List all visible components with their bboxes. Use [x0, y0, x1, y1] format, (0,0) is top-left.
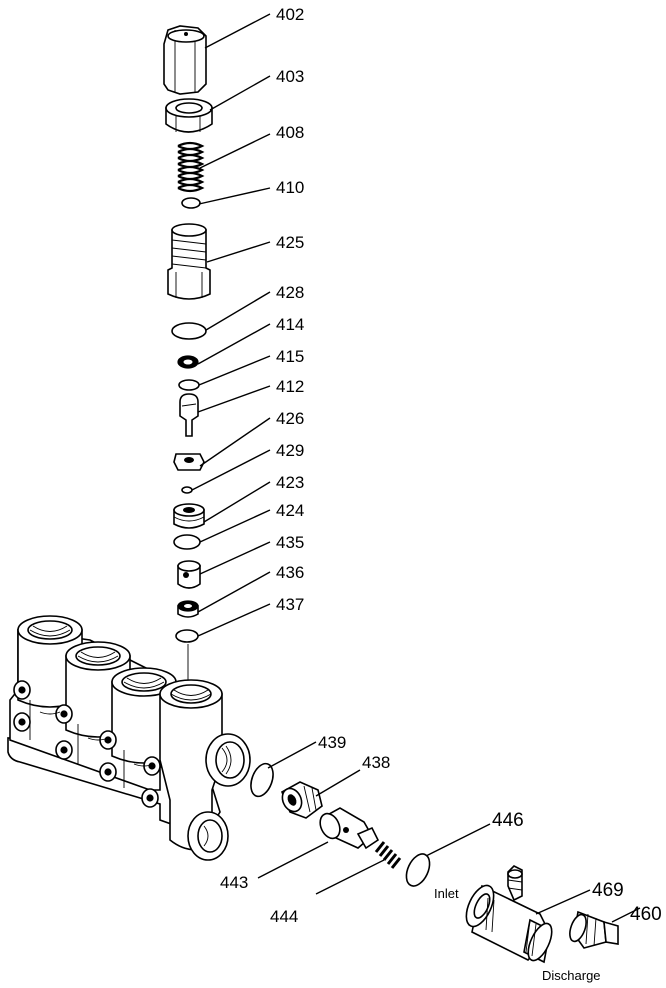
label-436: 436	[276, 563, 304, 582]
leader-436	[197, 571, 271, 613]
label-428: 428	[276, 283, 304, 302]
label-435: 435	[276, 533, 304, 552]
label-426: 426	[276, 409, 304, 428]
label-414: 414	[276, 315, 304, 334]
label-425: 425	[276, 233, 304, 252]
part-414-ring	[177, 355, 199, 369]
leader-446	[425, 823, 491, 857]
part-444-spring	[374, 841, 402, 869]
part-437-oring	[175, 629, 199, 643]
label-437: 437	[276, 595, 304, 614]
leader-469	[535, 889, 591, 915]
label-446: 446	[492, 810, 524, 831]
part-410-washer	[181, 197, 201, 209]
label-410: 410	[276, 178, 304, 197]
leader-438	[315, 769, 361, 797]
part-428-oring	[171, 322, 207, 340]
label-469: 469	[592, 880, 624, 901]
part-443-valve-body	[319, 807, 380, 850]
label-439: 439	[318, 733, 346, 752]
part-402-cap	[163, 25, 207, 95]
label-inlet: Inlet	[434, 886, 459, 901]
label-408: 408	[276, 123, 304, 142]
label-438: 438	[362, 753, 390, 772]
part-403-nut	[165, 98, 213, 133]
label-424: 424	[276, 501, 304, 520]
label-412: 412	[276, 377, 304, 396]
part-435-sleeve	[177, 560, 201, 589]
leader-428	[205, 291, 271, 331]
leader-423	[203, 481, 271, 523]
leader-412	[197, 385, 271, 413]
leader-435	[199, 541, 271, 575]
part-429-ring	[181, 486, 193, 494]
part-436-seal	[177, 600, 199, 618]
part-446-oring	[405, 853, 431, 887]
part-415-washer	[178, 379, 200, 391]
manifold-body	[7, 615, 251, 861]
leader-429	[191, 449, 271, 491]
label-423: 423	[276, 473, 304, 492]
label-415: 415	[276, 347, 304, 366]
leader-408	[199, 133, 271, 169]
part-426-retainer	[173, 453, 205, 471]
leader-444	[315, 859, 385, 895]
label-460: 460	[630, 904, 662, 925]
leader-414	[197, 323, 271, 365]
label-443: 443	[220, 873, 248, 892]
part-425-fitting	[167, 223, 211, 300]
label-403: 403	[276, 67, 304, 86]
leader-460	[611, 907, 641, 923]
part-460-adapter	[569, 910, 619, 949]
leader-410	[198, 187, 271, 205]
part-412-poppet	[179, 393, 199, 437]
leader-424	[199, 509, 271, 543]
part-424-oring	[173, 534, 201, 550]
label-444: 444	[270, 907, 298, 926]
part-469-tee	[465, 865, 553, 964]
part-423-seat	[173, 503, 205, 529]
label-429: 429	[276, 441, 304, 460]
part-439-oring	[250, 762, 274, 798]
leader-425	[206, 241, 271, 263]
leader-403	[209, 75, 271, 111]
part-438-valve	[280, 781, 323, 819]
leader-439	[267, 741, 317, 769]
leader-443	[257, 841, 329, 879]
leader-437	[197, 603, 271, 637]
leader-402	[204, 13, 271, 49]
leader-415	[198, 355, 271, 386]
label-discharge: Discharge	[542, 968, 601, 983]
leader-426	[199, 417, 271, 467]
label-402: 402	[276, 5, 304, 24]
part-408-spring	[177, 141, 205, 193]
